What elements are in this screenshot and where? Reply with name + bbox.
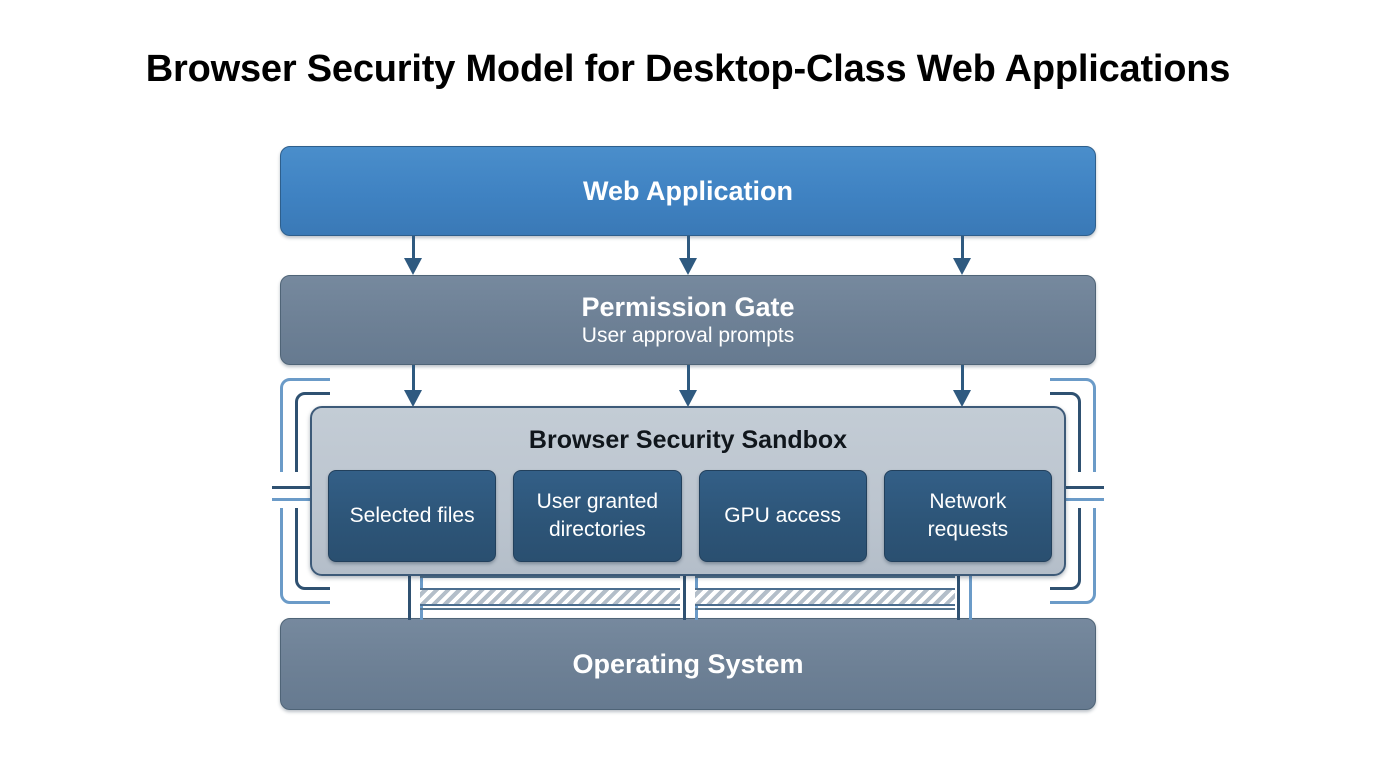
hatch-rail-bottom-left xyxy=(420,608,680,610)
arrow-gate-to-sandbox-1 xyxy=(402,365,424,407)
sandbox-item-selected-files[interactable]: Selected files xyxy=(328,470,497,562)
layer-permission-gate[interactable]: Permission Gate User approval prompts xyxy=(280,275,1096,365)
arrow-shaft xyxy=(411,365,415,390)
arrow-app-to-gate-2 xyxy=(677,236,699,275)
arrow-head xyxy=(953,390,971,407)
arrow-shaft xyxy=(411,236,415,258)
arrow-gate-to-sandbox-2 xyxy=(677,365,699,407)
arrow-gate-to-sandbox-3 xyxy=(951,365,973,407)
arrow-app-to-gate-1 xyxy=(402,236,424,275)
arrow-app-to-gate-3 xyxy=(951,236,973,275)
sandbox-capability-list: Selected files User granted directories … xyxy=(328,470,1052,562)
layer-browser-security-sandbox[interactable]: Browser Security Sandbox Selected files … xyxy=(310,406,1066,576)
arrow-head xyxy=(679,258,697,275)
connector-sandbox-to-os-3 xyxy=(957,570,972,620)
page-title: Browser Security Model for Desktop-Class… xyxy=(145,48,1231,90)
sandbox-item-label: User granted directories xyxy=(536,489,659,541)
sandbox-item-label: GPU access xyxy=(724,503,841,527)
sandbox-side-stub-left xyxy=(272,486,318,501)
arrow-head xyxy=(404,258,422,275)
arrow-head xyxy=(953,258,971,275)
sandbox-item-label: Selected files xyxy=(349,503,475,527)
sandbox-item-label: Network requests xyxy=(927,489,1009,541)
sandbox-side-stub-right xyxy=(1058,486,1104,501)
arrow-head xyxy=(404,390,422,407)
sandbox-item-network-requests[interactable]: Network requests xyxy=(883,470,1052,562)
sandbox-item-gpu-access[interactable]: GPU access xyxy=(698,470,867,562)
layer-web-application-label: Web Application xyxy=(582,175,793,206)
hatch-rail-top-right xyxy=(695,576,955,578)
layer-permission-gate-label: Permission Gate xyxy=(581,292,795,323)
arrow-shaft xyxy=(686,365,690,390)
arrow-shaft xyxy=(686,236,690,258)
layer-operating-system-label: Operating System xyxy=(572,648,804,679)
layer-operating-system[interactable]: Operating System xyxy=(280,618,1096,710)
arrow-shaft xyxy=(960,365,964,390)
layer-permission-gate-subtitle: User approval prompts xyxy=(581,323,795,347)
hatch-band-left xyxy=(420,588,680,606)
arrow-shaft xyxy=(960,236,964,258)
hatch-rail-top-left xyxy=(420,576,680,578)
hatch-rail-bottom-right xyxy=(695,608,955,610)
hatch-band-right xyxy=(695,588,955,606)
arrow-head xyxy=(679,390,697,407)
layer-web-application[interactable]: Web Application xyxy=(280,146,1096,236)
layer-browser-security-sandbox-label: Browser Security Sandbox xyxy=(528,426,848,454)
sandbox-item-user-granted-directories[interactable]: User granted directories xyxy=(513,470,682,562)
